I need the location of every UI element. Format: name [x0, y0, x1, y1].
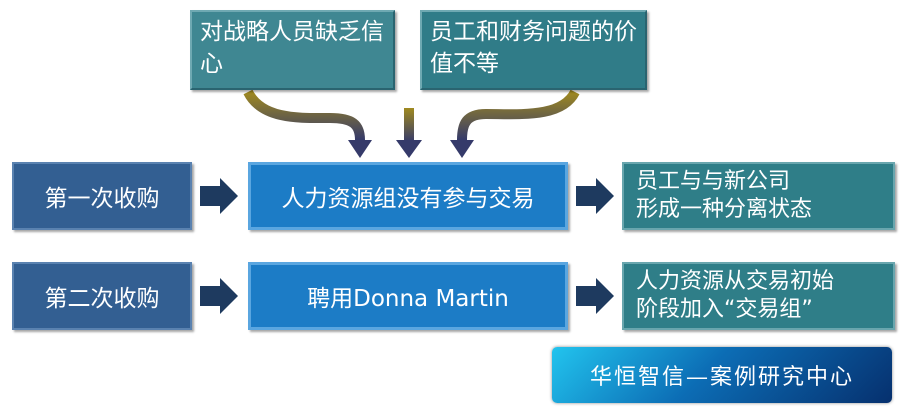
cause-box-1: 对战略人员缺乏信心 [190, 10, 395, 90]
arrowhead-right [450, 140, 474, 158]
cause-text: 员工和财务问题的价值不等 [430, 19, 637, 77]
arrow-right-icon [576, 278, 614, 314]
result-text: 员工与与新公司 形成一种分离状态 [636, 169, 813, 222]
curved-arrow-right [457, 89, 580, 141]
logo-banner: 华恒智信—案例研究中心 [552, 347, 892, 403]
cause-box-2: 员工和财务问题的价值不等 [420, 10, 647, 90]
arrow-right-icon [576, 178, 614, 214]
action-text: 聘用Donna Martin [307, 286, 509, 312]
result-text: 人力资源从交易初始 阶段加入“交易组” [636, 269, 835, 322]
row2-result: 人力资源从交易初始 阶段加入“交易组” [622, 262, 895, 330]
converging-arrows [243, 89, 580, 158]
label-text: 第二次收购 [44, 286, 160, 312]
row1-action: 人力资源组没有参与交易 [248, 162, 568, 230]
cause-text: 对战略人员缺乏信心 [200, 19, 384, 77]
curved-arrow-left [243, 89, 365, 141]
logo-text: 华恒智信—案例研究中心 [589, 365, 854, 390]
row1-result: 员工与与新公司 形成一种分离状态 [622, 162, 895, 230]
label-text: 第一次收购 [44, 186, 160, 212]
arrowhead-left [348, 140, 372, 158]
straight-arrow [404, 108, 414, 142]
action-text: 人力资源组没有参与交易 [281, 186, 535, 212]
row2-action: 聘用Donna Martin [248, 262, 568, 330]
arrow-right-icon [200, 278, 238, 314]
row2-label: 第二次收购 [12, 262, 192, 330]
row1-label: 第一次收购 [12, 162, 192, 230]
arrow-right-icon [200, 178, 238, 214]
